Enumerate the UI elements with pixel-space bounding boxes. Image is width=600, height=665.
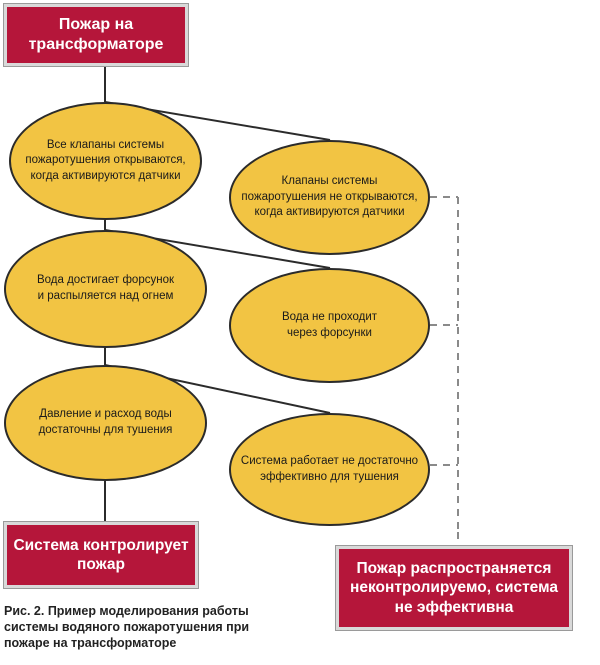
outcome-success-label: Система контролирует пожар (13, 536, 189, 573)
node-valves-not-open: Клапаны системы пожаротушения не открыва… (229, 140, 430, 255)
node-water-reaches: Вода достигает форсунок и распыляется на… (4, 230, 207, 348)
node-valves-not-open-label: Клапаны системы пожаротушения не открыва… (241, 175, 418, 219)
node-pressure-sufficient: Давление и расход воды достаточны для ту… (4, 365, 207, 481)
node-all-valves-open: Все клапаны системы пожаротушения открыв… (9, 102, 202, 220)
outcome-failure-box: Пожар распространяется неконтролируемо, … (335, 545, 573, 631)
node-system-insufficient-label: Система работает не достаточно эффективн… (240, 454, 419, 483)
node-water-not-pass: Вода не проходит через форсунки (229, 268, 430, 383)
top-box-label: Пожар на трансформаторе (28, 16, 164, 53)
node-water-not-pass-label: Вода не проходит через форсунки (281, 310, 378, 339)
node-system-insufficient: Система работает не достаточно эффективн… (229, 413, 430, 526)
outcome-success-box: Система контролирует пожар (3, 521, 199, 589)
outcome-failure-label: Пожар распространяется неконтролируемо, … (350, 559, 558, 616)
figure-caption: Рис. 2. Пример моделирования работы сист… (4, 604, 250, 650)
node-pressure-sufficient-label: Давление и расход воды достаточны для ту… (38, 408, 173, 436)
node-water-reaches-label: Вода достигает форсунок и распыляется на… (36, 274, 174, 302)
node-all-valves-open-label: Все клапаны системы пожаротушения открыв… (25, 138, 186, 182)
top-box: Пожар на трансформаторе (3, 3, 189, 67)
